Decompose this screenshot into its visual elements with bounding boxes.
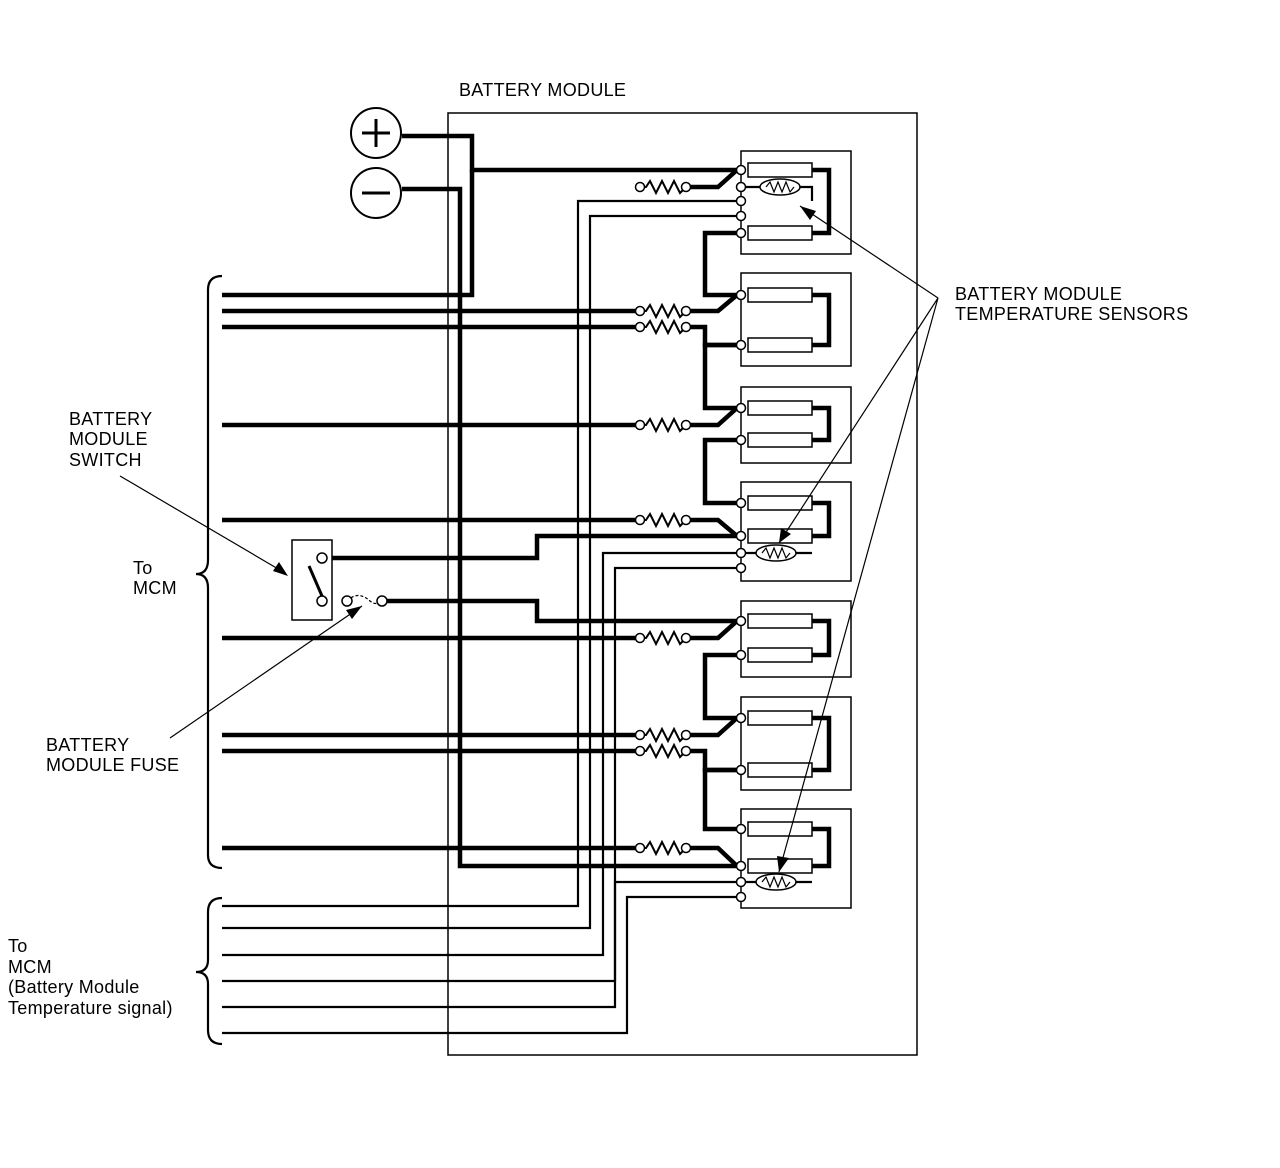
connector-node	[735, 823, 747, 835]
cell	[747, 647, 813, 663]
resistor-terminal	[634, 419, 646, 431]
to-mcm-label: To	[133, 558, 153, 578]
to-mcm-label: MCM	[133, 578, 177, 598]
arrow-icon	[273, 206, 816, 872]
connector-node	[735, 891, 747, 903]
thermistor-icon	[759, 178, 801, 196]
resistor-terminal	[680, 729, 692, 741]
connector-node	[735, 860, 747, 872]
cell	[747, 400, 813, 416]
switch-label: MODULE	[69, 429, 148, 449]
resistor-icon	[640, 511, 687, 529]
resistor-terminal	[680, 514, 692, 526]
connector-node	[735, 530, 747, 542]
resistor-terminal	[680, 842, 692, 854]
cells	[747, 162, 813, 874]
cell	[747, 762, 813, 778]
connector-node	[735, 764, 747, 776]
resistor-terminal	[634, 632, 646, 644]
cell-group-3	[740, 386, 852, 464]
resistor-terminal	[680, 321, 692, 333]
power-wiring	[222, 133, 832, 869]
cell	[747, 432, 813, 448]
resistor-terminal	[680, 305, 692, 317]
resistor-terminal	[634, 842, 646, 854]
resistor-terminal	[634, 745, 646, 757]
fuse-label: MODULE FUSE	[46, 755, 179, 775]
resistors	[634, 178, 692, 857]
temperature-sensors-label: BATTERY MODULE	[955, 284, 1122, 304]
battery-module-fuse	[341, 594, 388, 607]
connector-node	[735, 227, 747, 239]
connector-node	[735, 712, 747, 724]
battery-module-switch	[291, 539, 333, 621]
temperature-signal-label: (Battery Module	[8, 977, 140, 997]
resistor-terminal	[634, 181, 646, 193]
cell	[747, 710, 813, 726]
cell	[747, 495, 813, 511]
connector-node	[735, 289, 747, 301]
resistor-terminal	[634, 305, 646, 317]
switch-label: SWITCH	[69, 450, 142, 470]
brace-temperature-signal	[195, 896, 223, 1046]
resistor-icon	[640, 178, 687, 196]
connector-node	[735, 164, 747, 176]
cell	[747, 337, 813, 353]
temperature-sensors-label: TEMPERATURE SENSORS	[955, 304, 1188, 324]
cell	[747, 613, 813, 629]
plus-terminal-icon	[350, 107, 402, 159]
thermistor-icon	[755, 873, 797, 891]
resistor-terminal	[634, 729, 646, 741]
connector-node	[735, 434, 747, 446]
temperature-signal-label: Temperature signal)	[8, 998, 173, 1018]
resistor-terminal	[680, 419, 692, 431]
battery-module-outline	[447, 112, 918, 1056]
connector-node	[735, 649, 747, 661]
connector-node	[735, 615, 747, 627]
switch-label: BATTERY	[69, 409, 152, 429]
cell	[747, 162, 813, 178]
battery-module-title: BATTERY MODULE	[459, 80, 626, 100]
resistor-terminal	[680, 181, 692, 193]
resistor-terminal	[680, 632, 692, 644]
terminal-nodes	[735, 164, 747, 903]
resistor-icon	[640, 742, 687, 760]
cell-group-6	[740, 696, 852, 791]
connector-node	[735, 181, 747, 193]
resistor-icon	[640, 416, 687, 434]
cell	[747, 225, 813, 241]
resistor-icon	[640, 302, 687, 320]
connector-node	[735, 402, 747, 414]
resistor-icon	[640, 318, 687, 336]
temperature-signal-label: MCM	[8, 957, 52, 977]
connector-node	[735, 876, 747, 888]
connector-node	[735, 210, 747, 222]
cell-group-5	[740, 600, 852, 678]
connector-node	[735, 547, 747, 559]
connector-node	[735, 195, 747, 207]
cell	[747, 821, 813, 837]
cell	[747, 287, 813, 303]
resistor-icon	[640, 629, 687, 647]
connector-node	[735, 562, 747, 574]
connector-node	[735, 339, 747, 351]
resistor-icon	[640, 726, 687, 744]
fuse-label: BATTERY	[46, 735, 129, 755]
resistor-terminal	[634, 321, 646, 333]
connector-node	[735, 497, 747, 509]
sensor-wiring	[222, 185, 814, 1035]
thermistor-icon	[755, 544, 797, 562]
cell-group-2	[740, 272, 852, 367]
resistor-terminal	[634, 514, 646, 526]
leader-lines	[119, 205, 939, 873]
minus-terminal-icon	[350, 167, 402, 219]
temperature-signal-label: To	[8, 936, 28, 956]
resistor-icon	[640, 839, 687, 857]
brace-to-mcm	[195, 274, 223, 870]
resistor-terminal	[680, 745, 692, 757]
